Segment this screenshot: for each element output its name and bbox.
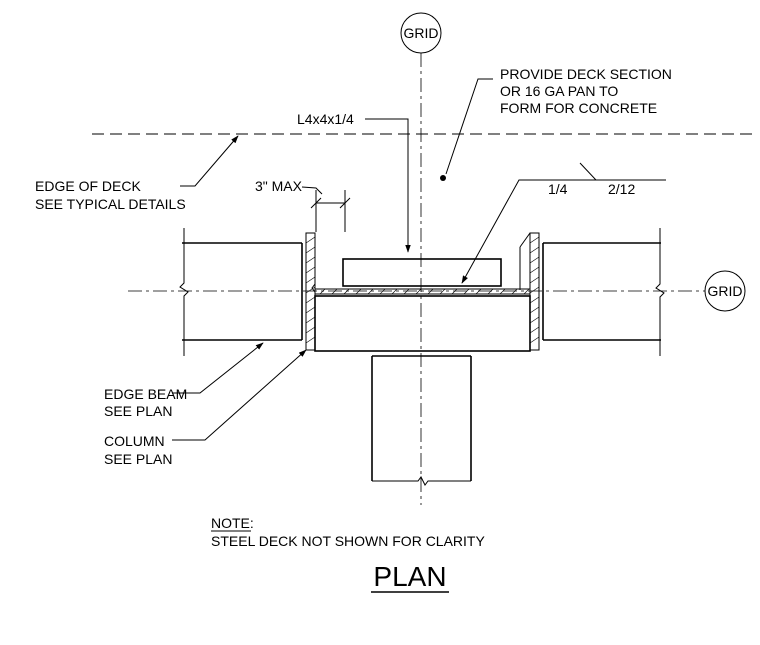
weld-size-label: 1/4 — [548, 181, 568, 197]
edge-beam-label-line-2: SEE PLAN — [104, 403, 172, 419]
top-grid-bubble: GRID — [400, 12, 442, 54]
plan-title: PLAN — [373, 561, 446, 592]
edge-beam-plate — [314, 295, 531, 352]
max-dimension — [310, 190, 351, 232]
right-edge-beam — [542, 228, 665, 356]
angle-label: L4x4x1/4 — [297, 111, 354, 127]
edge-beam-label-line-1: EDGE BEAM — [104, 386, 187, 402]
deck-section-note-line-3: FORM FOR CONCRETE — [500, 100, 657, 116]
angle-leader — [365, 118, 411, 253]
deck-section-leader — [445, 78, 493, 175]
deck-section-note-line-2: OR 16 GA PAN TO — [500, 83, 618, 99]
deck-section-point — [440, 175, 446, 181]
top-grid-label: GRID — [404, 25, 439, 41]
note-text: STEEL DECK NOT SHOWN FOR CLARITY — [211, 533, 485, 549]
edge-beam-leader — [172, 342, 264, 394]
left-angle-section — [305, 232, 316, 351]
deck-pan-strip — [315, 288, 530, 295]
max-dim-leader — [301, 186, 323, 195]
angle-plate — [342, 258, 502, 287]
column-label-line-2: SEE PLAN — [104, 451, 172, 467]
column-label-line-1: COLUMN — [104, 433, 165, 449]
deck-section-note-line-1: PROVIDE DECK SECTION — [500, 66, 672, 82]
note-title: NOTE: — [211, 515, 254, 531]
right-grid-label: GRID — [708, 283, 743, 299]
edge-of-deck-label-line-2: SEE TYPICAL DETAILS — [35, 196, 186, 212]
edge-of-deck-label-line-1: EDGE OF DECK — [35, 178, 141, 194]
weld-symbol — [461, 162, 666, 284]
right-grid-bubble: GRID — [704, 270, 746, 312]
right-angle-section — [519, 232, 540, 351]
column — [371, 355, 472, 486]
edge-of-deck-leader — [180, 135, 239, 187]
max-dim-label: 3" MAX — [255, 178, 303, 194]
column-leader — [172, 349, 307, 441]
left-edge-beam — [179, 228, 303, 356]
weld-pitch-label: 2/12 — [608, 181, 635, 197]
